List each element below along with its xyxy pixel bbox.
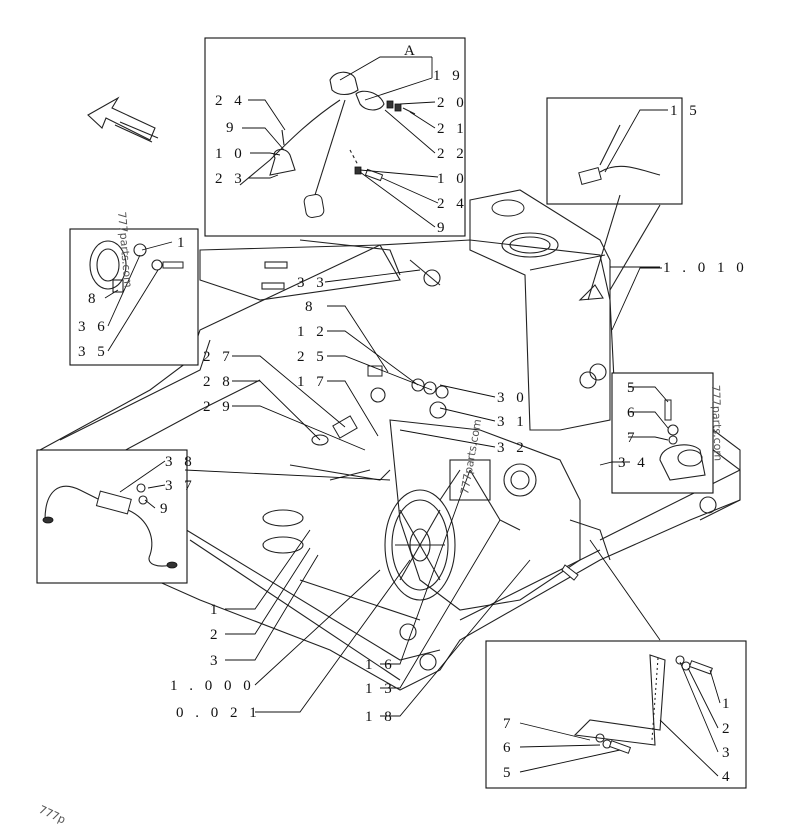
callout-9: 9 [226, 120, 238, 136]
callout-2: 2 [210, 627, 222, 643]
callout-24b: 2 4 [437, 196, 468, 212]
leader-lines [104, 56, 721, 777]
callout-15: 1 5 [670, 103, 701, 119]
callout-33: 3 3 [297, 275, 328, 291]
callout-8-left: 8 [88, 291, 100, 307]
callout-7-strap: 7 [503, 716, 515, 732]
callout-5-clamp: 5 [627, 380, 639, 396]
callout-9-wire: 9 [160, 501, 172, 517]
direction-arrow-icon [87, 96, 159, 143]
callout-1: 1 [210, 602, 222, 618]
callout-labels: A 1 9 2 4 9 1 0 2 3 2 0 2 1 2 2 1 0 2 4 … [78, 43, 748, 785]
callout-6-clamp: 6 [627, 405, 639, 421]
callout-34: 3 4 [618, 455, 649, 471]
callout-22: 2 2 [437, 146, 468, 162]
callout-16: 1 6 [365, 657, 396, 673]
callout-35: 3 5 [78, 344, 109, 360]
callout-7-clamp: 7 [627, 430, 639, 446]
callout-1-left: 1 [177, 235, 189, 251]
callout-0021: 0 . 0 2 1 [176, 705, 261, 721]
callout-20: 2 0 [437, 95, 468, 111]
callout-36: 3 6 [78, 319, 109, 335]
callout-4-strap: 4 [722, 769, 734, 785]
callout-31: 3 1 [497, 414, 528, 430]
callout-30: 3 0 [497, 390, 528, 406]
callout-5-strap: 5 [503, 765, 515, 781]
callout-24: 2 4 [215, 93, 246, 109]
callout-a: A [404, 43, 419, 59]
callout-29: 2 9 [203, 399, 234, 415]
callout-1010: 1 . 0 1 0 [663, 260, 748, 276]
callout-8: 8 [305, 299, 317, 315]
inset-top [204, 37, 466, 237]
callout-28: 2 8 [203, 374, 234, 390]
watermark-right: 777parts.com [709, 385, 725, 462]
callout-6-strap: 6 [503, 740, 515, 756]
callout-21: 2 1 [437, 121, 468, 137]
callout-1-strap: 1 [722, 696, 734, 712]
callout-23: 2 3 [215, 171, 246, 187]
callout-9b: 9 [437, 220, 449, 236]
callout-1000: 1 . 0 0 0 [170, 678, 255, 694]
callout-32: 3 2 [497, 440, 528, 456]
inset-strap [485, 640, 747, 789]
watermark-bottom: 777p [37, 803, 68, 826]
callout-19: 1 9 [433, 68, 464, 84]
callout-10: 1 0 [215, 146, 246, 162]
inset-sensor [546, 97, 683, 301]
callout-12: 1 2 [297, 324, 328, 340]
callout-38: 3 8 [165, 454, 196, 470]
watermark-center: 777parts.com [458, 418, 484, 495]
callout-10b: 1 0 [437, 171, 468, 187]
callout-17: 1 7 [297, 374, 328, 390]
callout-13: 1 3 [365, 681, 396, 697]
inset-clamp [611, 372, 714, 494]
callout-3: 3 [210, 653, 222, 669]
callout-2-strap: 2 [722, 721, 734, 737]
callout-18: 1 8 [365, 709, 396, 725]
callout-25: 2 5 [297, 349, 328, 365]
callout-3-strap: 3 [722, 745, 734, 761]
callout-37: 3 7 [165, 478, 196, 494]
callout-27: 2 7 [203, 349, 234, 365]
inset-wire [36, 449, 188, 584]
